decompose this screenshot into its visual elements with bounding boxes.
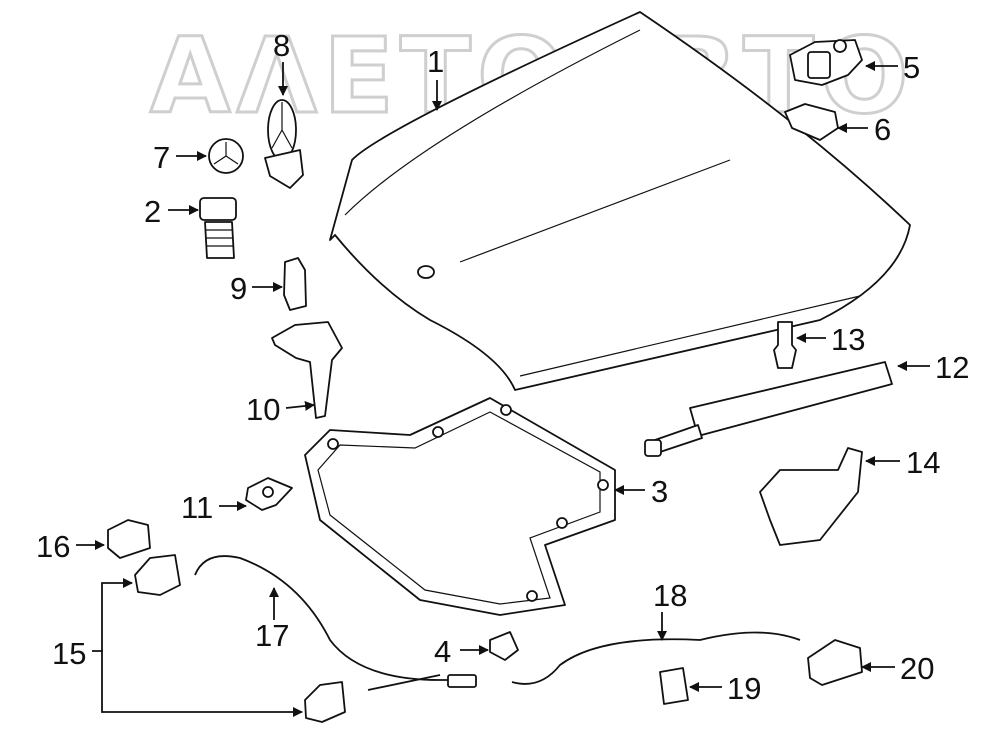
cable-bracket xyxy=(807,639,863,686)
callout-16: 16 xyxy=(36,529,70,564)
release-handle-lower xyxy=(304,681,346,723)
callout-9: 9 xyxy=(230,271,247,306)
hood-hinge xyxy=(759,447,863,546)
callout-14: 14 xyxy=(906,445,940,480)
callout-4: 4 xyxy=(434,634,451,669)
rubber-bumper-stop xyxy=(199,197,237,259)
retainer-clip xyxy=(489,631,519,661)
callout-labels: 1 2 3 4 5 6 7 8 9 10 11 12 13 14 15 16 1… xyxy=(36,28,969,706)
callout-5: 5 xyxy=(903,50,920,85)
callout-3: 3 xyxy=(651,474,668,509)
hood-panel xyxy=(329,11,911,391)
gas-strut xyxy=(644,361,893,457)
safety-catch-bracket xyxy=(271,321,343,419)
callout-11: 11 xyxy=(181,490,213,525)
callout-6: 6 xyxy=(874,112,891,147)
callout-2: 2 xyxy=(144,194,161,229)
callout-19: 19 xyxy=(727,671,761,706)
release-cable-front xyxy=(194,555,477,691)
callout-12: 12 xyxy=(935,350,969,385)
hood-insulation-pad xyxy=(304,397,616,616)
callout-1: 1 xyxy=(427,44,444,79)
leader-lines xyxy=(76,61,930,717)
release-cable-rear xyxy=(511,631,801,685)
callout-7: 7 xyxy=(153,140,170,175)
standing-star-emblem xyxy=(264,99,304,189)
ball-stud xyxy=(773,321,797,369)
cable-clip xyxy=(659,667,689,705)
callout-8: 8 xyxy=(273,28,290,63)
release-handle-upper xyxy=(134,554,181,596)
callout-18: 18 xyxy=(653,578,687,613)
seal-mount xyxy=(245,477,293,511)
callout-15: 15 xyxy=(52,636,86,671)
callout-10: 10 xyxy=(246,392,280,427)
callout-20: 20 xyxy=(900,651,934,686)
hood-buffer xyxy=(283,257,307,311)
handle-bracket xyxy=(107,519,151,559)
hood-latch xyxy=(789,39,863,86)
emblem-badge xyxy=(208,138,244,174)
callout-17: 17 xyxy=(255,618,289,653)
callout-13: 13 xyxy=(831,322,865,357)
